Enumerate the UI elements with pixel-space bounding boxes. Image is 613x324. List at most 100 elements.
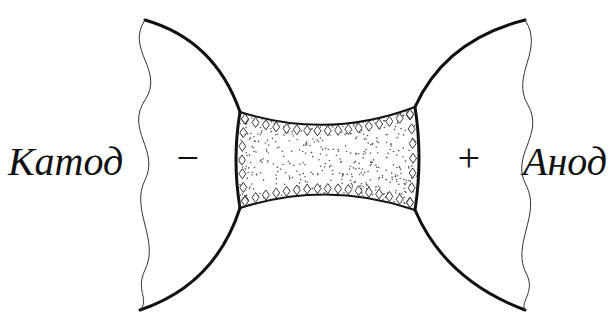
plasma-dot: [396, 137, 398, 139]
plasma-dot: [289, 177, 291, 179]
plasma-dot: [362, 168, 364, 170]
plasma-dot: [385, 170, 387, 172]
sheath-mark: [239, 155, 246, 165]
sheath-mark: [252, 117, 259, 127]
sheath-mark: [345, 124, 352, 134]
plasma-dot: [316, 139, 318, 141]
plasma-dot: [343, 192, 345, 194]
sheath-mark: [406, 110, 413, 120]
plasma-dot: [329, 134, 331, 136]
plasma-dot: [365, 138, 367, 140]
plasma-dot: [338, 199, 340, 201]
plasma-dot: [303, 144, 305, 146]
plasma-dot: [401, 193, 403, 195]
plasma-dot: [266, 149, 268, 151]
sheath-mark: [408, 124, 415, 134]
plasma-dot: [364, 201, 366, 203]
plasma-dot: [362, 121, 364, 123]
plasma-dot: [418, 164, 420, 166]
plasma-dot: [406, 110, 408, 112]
plasma-dot: [304, 176, 306, 178]
sheath-mark: [242, 195, 249, 205]
plasma-dot: [399, 166, 401, 168]
plasma-dot: [259, 193, 261, 195]
sheath-mark: [241, 196, 248, 206]
sheath-mark: [324, 184, 331, 194]
plasma-dot: [309, 110, 311, 112]
plasma-dot: [376, 166, 378, 168]
plasma-dot: [309, 145, 311, 147]
plasma-dot: [364, 138, 366, 140]
plasma-dot: [346, 151, 348, 153]
plasma-dot: [361, 183, 363, 185]
plasma-dot: [254, 140, 256, 142]
plasma-dot: [404, 184, 406, 186]
plasma-dot: [377, 142, 379, 144]
sheath-mark: [293, 185, 300, 195]
plasma-dot: [312, 173, 314, 175]
sheath-mark: [409, 168, 416, 178]
plasma-dot: [354, 181, 356, 183]
plasma-dot: [305, 144, 307, 146]
plasma-dot: [260, 160, 262, 162]
sheath-mark: [355, 186, 362, 196]
plasma-dot: [304, 164, 306, 166]
plasma-dot: [285, 172, 287, 174]
break-line: [139, 20, 151, 310]
plasma-dot: [323, 210, 325, 212]
plasma-dot: [384, 120, 386, 122]
plasma-dot: [254, 167, 256, 169]
plasma-dot: [391, 176, 393, 178]
plasma-dot: [314, 141, 316, 143]
plasma-dot: [240, 202, 242, 204]
plasma-dot: [391, 172, 393, 174]
plasma-dot: [367, 142, 369, 144]
plasma-dot: [275, 174, 277, 176]
plasma-dot: [339, 172, 341, 174]
plasma-dot: [254, 110, 256, 112]
plasma-dot: [304, 117, 306, 119]
sheath-mark: [376, 119, 383, 129]
plasma-dot: [327, 149, 329, 151]
plasma-dot: [373, 205, 375, 207]
plasma-dot: [355, 123, 357, 125]
plasma-dot: [255, 151, 257, 153]
plasma-dot: [242, 166, 244, 168]
plasma-dot: [320, 126, 322, 128]
plasma-dot: [363, 153, 365, 155]
plasma-dot: [370, 199, 372, 201]
plasma-dot: [250, 162, 252, 164]
plasma-dot: [317, 173, 319, 175]
plasma-dot: [282, 207, 284, 209]
plasma-dot: [263, 179, 265, 181]
plasma-dot: [326, 154, 328, 156]
plasma-dot: [354, 182, 356, 184]
plasma-dot: [370, 201, 372, 203]
plasma-dot: [245, 165, 247, 167]
plasma-dot: [240, 139, 242, 141]
plasma-dot: [331, 111, 333, 113]
plasma-dot: [295, 203, 297, 205]
plasma-dot: [396, 167, 398, 169]
plasma-dot: [247, 133, 249, 135]
sheath-mark: [408, 183, 415, 193]
plasma-dot: [385, 179, 387, 181]
plasma-dot: [305, 143, 307, 145]
cathode-outline: [145, 20, 240, 112]
plasma-dot: [390, 145, 392, 147]
plasma-dot: [341, 131, 343, 133]
plasma-dot: [403, 202, 405, 204]
plasma-dot: [365, 152, 367, 154]
plasma-dot: [302, 151, 304, 153]
sheath-mark: [365, 121, 372, 131]
plasma-dot: [378, 167, 380, 169]
plasma-dot: [296, 170, 298, 172]
plasma-dot: [418, 152, 420, 154]
plasma-dot: [342, 174, 344, 176]
plasma-dot: [374, 118, 376, 120]
plasma-dot: [332, 148, 334, 150]
plasma-dot: [373, 159, 375, 161]
plasma-dot: [267, 117, 269, 119]
plasma-dot: [348, 113, 350, 115]
plasma-dot: [367, 171, 369, 173]
